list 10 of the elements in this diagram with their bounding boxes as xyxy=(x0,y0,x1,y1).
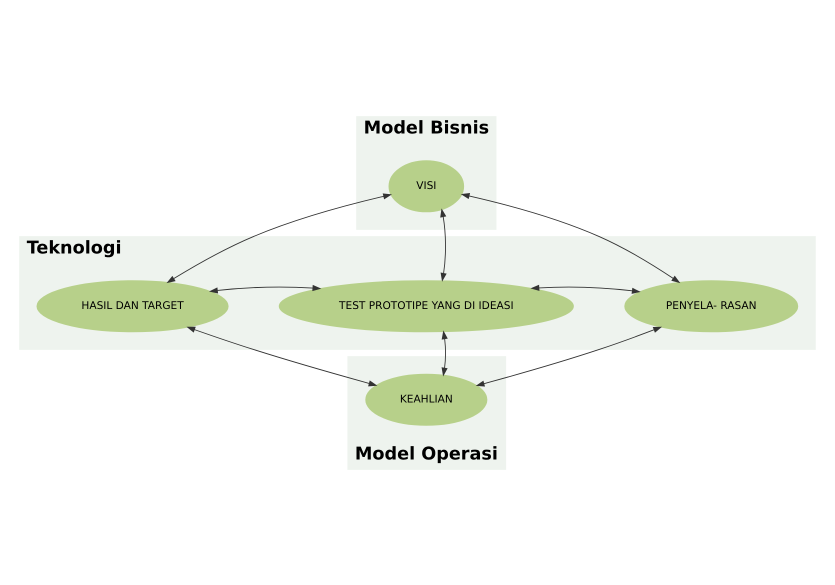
node-ellipse: VISI xyxy=(388,160,464,212)
arrow xyxy=(166,192,392,283)
arrow xyxy=(530,284,641,294)
arrow xyxy=(186,326,378,386)
arrow xyxy=(440,208,447,282)
node-ellipse: TEST PROTOTIPE YANG DI IDEASI xyxy=(278,280,574,332)
arrow xyxy=(476,326,662,386)
arrow xyxy=(460,192,680,283)
arrow xyxy=(442,330,448,376)
arrow xyxy=(208,284,322,294)
